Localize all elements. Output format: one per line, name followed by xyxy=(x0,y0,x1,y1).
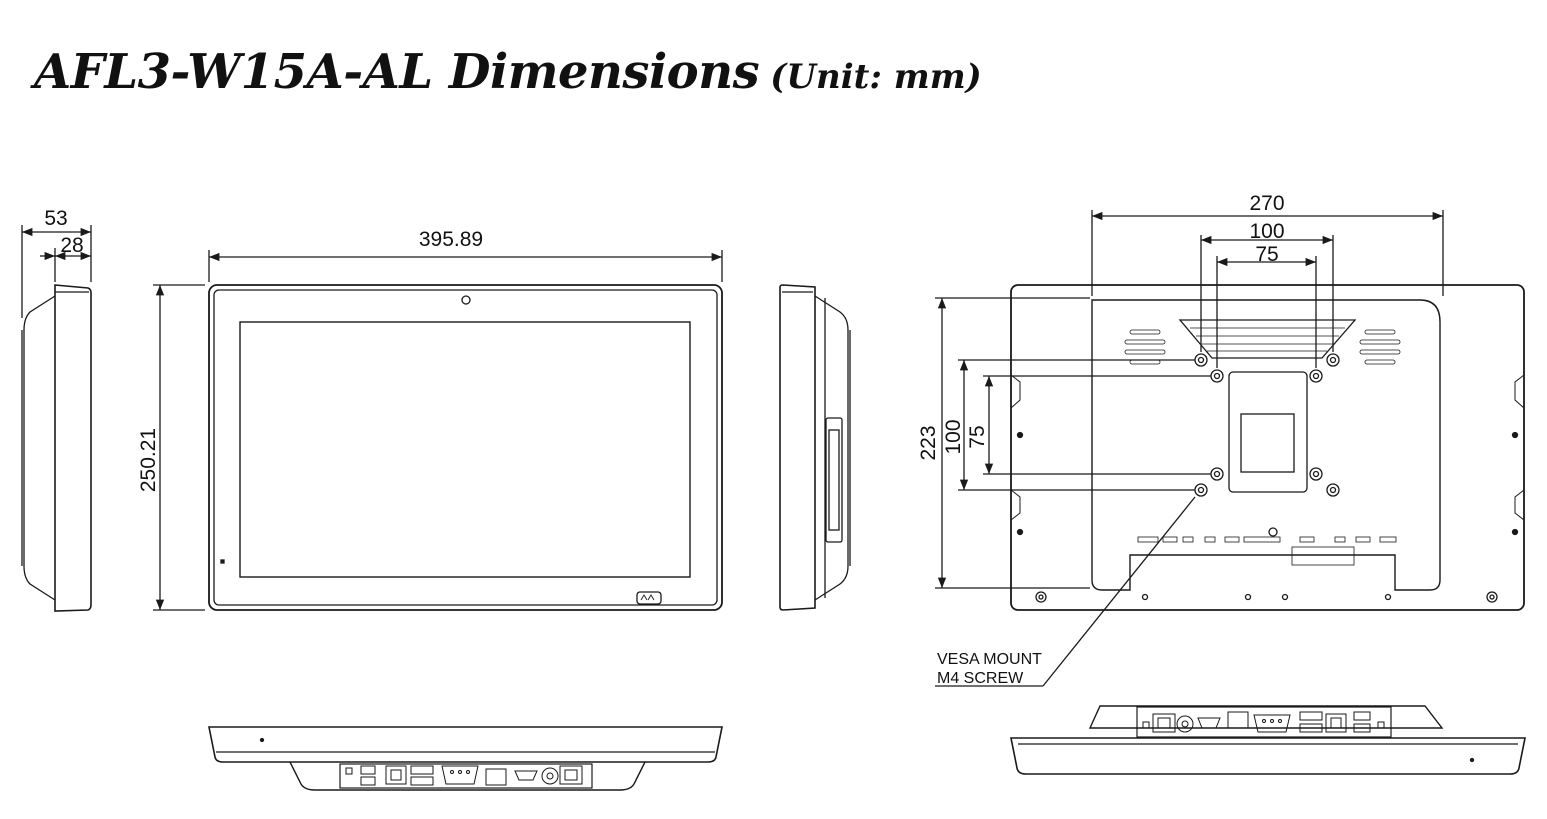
dim-rear-vesa-large: 100 xyxy=(942,419,965,454)
dim-rear-height: 223 xyxy=(917,425,940,460)
page-title: AFL3-W15A-AL Dimensions (Unit: mm) xyxy=(34,44,982,100)
dim-rear-vesa-small: 75 xyxy=(966,425,989,448)
io-ports-bottom-right xyxy=(1142,711,1385,733)
front-view xyxy=(208,284,723,611)
dim-side-total: 53 xyxy=(44,207,67,230)
io-ports-bottom-left xyxy=(345,765,583,786)
rear-height-dimension: 223 xyxy=(917,297,1090,589)
label-area xyxy=(1240,413,1295,473)
brand-logo-icon xyxy=(636,591,662,605)
bottom-view-right xyxy=(1010,705,1526,775)
callout-line2: M4 SCREW xyxy=(937,670,1024,687)
vesa-height-dimension: 100 75 xyxy=(942,359,1211,491)
camera-icon xyxy=(461,295,471,305)
front-height-dimension: 250.21 xyxy=(137,284,205,611)
dim-side-body: 28 xyxy=(60,234,83,257)
vesa-plate xyxy=(1228,371,1308,493)
bottom-view-left xyxy=(208,726,723,791)
side-view-left xyxy=(21,284,92,612)
vesa-width-dimension: 100 75 xyxy=(1200,220,1334,368)
vent-holes-left xyxy=(1124,329,1166,365)
dim-vesa-small: 75 xyxy=(1255,243,1278,266)
front-width-dimension: 395.89 xyxy=(208,228,723,282)
side-view-right xyxy=(779,284,851,611)
io-port-labels xyxy=(1137,536,1397,566)
vent-grille xyxy=(1190,327,1345,352)
title-main: AFL3-W15A-AL Dimensions xyxy=(34,44,760,100)
vesa-mount-callout: VESA MOUNT M4 SCREW xyxy=(935,496,1196,687)
title-unit: (Unit: mm) xyxy=(770,57,982,97)
dim-vesa-large: 100 xyxy=(1249,220,1284,243)
dim-front-height: 250.21 xyxy=(137,428,160,492)
dim-rear-width: 270 xyxy=(1249,192,1284,215)
side-depth-dimension: 53 28 xyxy=(21,207,92,318)
vesa-screw-icon xyxy=(1194,353,1340,497)
callout-line1: VESA MOUNT xyxy=(937,651,1042,668)
dim-front-width: 395.89 xyxy=(419,228,483,251)
rear-view xyxy=(1010,284,1525,611)
rear-width-dimension: 270 xyxy=(1091,192,1444,296)
vent-holes-right xyxy=(1359,329,1401,365)
